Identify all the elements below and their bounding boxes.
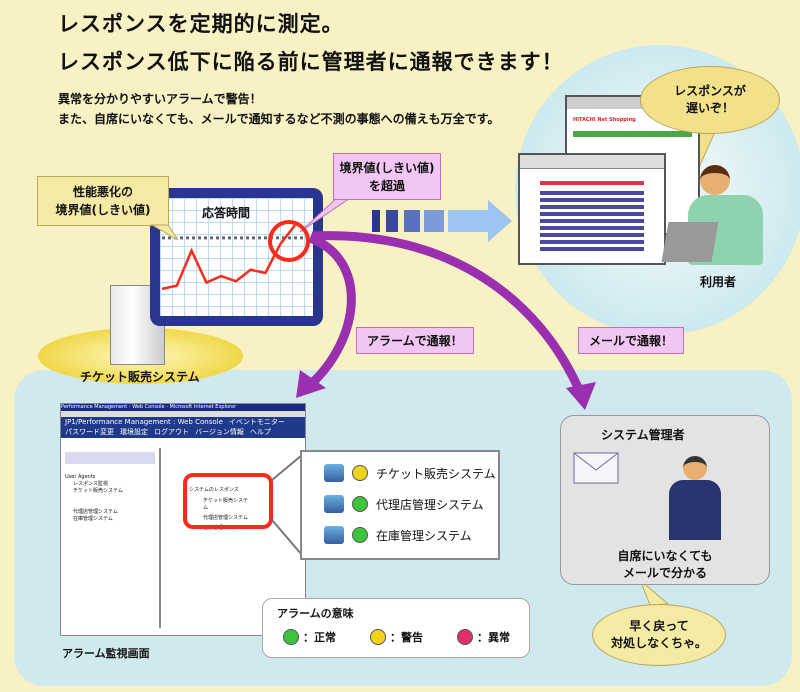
- alarm-item[interactable]: チケット販売システム: [203, 498, 249, 511]
- pink-callout-tail: [299, 194, 352, 233]
- user-bubble-line1: レスポンスが: [674, 84, 746, 98]
- tree-pane: User Agents レスポンス監視 チケット販売システム 代理店管理システム…: [61, 448, 161, 628]
- alarm-legend: アラームの意味 ：正常 ：警告 ：異常: [262, 598, 530, 658]
- popup-row: 在庫管理システム: [324, 526, 472, 544]
- legend-label: ：警告: [390, 631, 423, 644]
- user-head: [700, 165, 730, 195]
- ie-menubar: [61, 411, 305, 417]
- subtitle-1: 異常を分かりやすいアラームで警告！: [58, 92, 262, 106]
- menu-settings[interactable]: 環境設定: [120, 428, 148, 436]
- browser-banner: [573, 131, 692, 137]
- popup-row: チケット販売システム: [324, 464, 496, 482]
- tree-item[interactable]: レスポンス監視: [73, 481, 108, 487]
- browser-toolbar: [520, 155, 664, 169]
- admin-caption-line2: メールで分かる: [622, 566, 707, 580]
- threshold-callout-line2: 境界値(しきい値): [55, 203, 151, 217]
- response-time-line: [161, 224, 296, 291]
- tree-nav: [65, 452, 155, 464]
- admin-bubble-line1: 早く戻って: [629, 619, 689, 633]
- error-bulb-icon: [457, 629, 473, 645]
- menu-password[interactable]: パスワード変更: [65, 428, 114, 436]
- threshold-callout-line1: 性能悪化の: [72, 185, 133, 199]
- exceed-callout-line2: を超過: [368, 179, 405, 193]
- mail-arrowhead: [566, 382, 596, 410]
- user-bubble-line2: 遅いぞ！: [685, 101, 734, 115]
- alarm-label: アラームで通報！: [356, 327, 474, 354]
- normal-bulb-icon: [352, 496, 368, 512]
- threshold-callout: 性能悪化の 境界値(しきい値): [37, 176, 169, 226]
- subtitle-2: また、自席にいなくても、メールで通知するなど不測の事態への備えも万全です。: [58, 112, 500, 126]
- legend-item-warning: ：警告: [370, 629, 423, 645]
- app-name: JP1/Performance Management : Web Console: [65, 418, 223, 426]
- popup-system-name: 代理店管理システム: [376, 497, 484, 512]
- alarm-group[interactable]: システムのレスポンス: [189, 487, 239, 493]
- headline-2: レスポンス低下に陥る前に管理者に通報できます！: [58, 50, 564, 74]
- menu-event-monitor[interactable]: イベントモニター: [228, 418, 285, 426]
- response-time-chart: 応答時間: [150, 188, 323, 326]
- popup-system-name: 在庫管理システム: [376, 528, 472, 543]
- browser-content: [540, 191, 644, 251]
- menu-logout[interactable]: ログアウト: [154, 428, 189, 436]
- alarm-arrowhead: [296, 370, 326, 398]
- popup-row: 代理店管理システム: [324, 495, 484, 513]
- warning-bulb-icon: [352, 465, 368, 481]
- alarm-item[interactable]: 代理店管理システム: [203, 515, 248, 521]
- transmission-arrow: [372, 200, 512, 242]
- tree-root[interactable]: User Agents: [65, 474, 96, 480]
- headline-1: レスポンスを定期的に測定。: [58, 12, 344, 36]
- legend-items: ：正常 ：警告 ：異常: [283, 629, 510, 645]
- alarm-highlight: [183, 473, 273, 529]
- tree-item[interactable]: チケット販売システム: [73, 488, 123, 494]
- tree-item[interactable]: 在庫管理システム: [73, 516, 113, 522]
- legend-title: アラームの意味: [277, 607, 354, 620]
- exceed-callout: 境界値(しきい値) を超過: [333, 153, 441, 200]
- popup-system-name: チケット販売システム: [376, 466, 496, 481]
- tree-item[interactable]: 代理店管理システム: [73, 509, 118, 515]
- callout-tail: [150, 224, 179, 241]
- menu-help[interactable]: ヘルプ: [249, 428, 271, 436]
- mail-label: メールで通報！: [578, 327, 685, 354]
- warning-bulb-icon: [370, 629, 386, 645]
- chart-plot: [161, 224, 311, 291]
- chart-title: 応答時間: [202, 206, 251, 220]
- normal-bulb-icon: [352, 527, 368, 543]
- legend-item-error: ：異常: [457, 629, 510, 645]
- admin-caption: 自席にいなくても メールで分かる: [561, 548, 769, 582]
- envelope-icon: [573, 452, 619, 484]
- admin-panel: システム管理者 自席にいなくても メールで分かる: [560, 415, 770, 585]
- admin-speech-bubble: 早く戻って 対処しなくちゃ。: [592, 604, 726, 666]
- laptop-icon: [661, 222, 719, 262]
- legend-item-normal: ：正常: [283, 629, 336, 645]
- exceed-callout-line1: 境界値(しきい値): [339, 161, 435, 175]
- browser-banner: [540, 181, 644, 185]
- app-header: JP1/Performance Management : Web Console…: [61, 417, 305, 438]
- system-label: チケット販売システム: [80, 370, 200, 384]
- user-label: 利用者: [700, 275, 737, 289]
- admin-head: [683, 456, 707, 480]
- window-titlebar: Performance Management - Web Console - M…: [61, 404, 305, 411]
- legend-label: ：正常: [303, 631, 336, 644]
- zoom-lines: [271, 454, 303, 556]
- menu-version[interactable]: バージョン情報: [195, 428, 244, 436]
- admin-bubble-line2: 対処しなくちゃ。: [611, 636, 707, 650]
- mail-arrow: [311, 231, 585, 394]
- legend-label: ：異常: [477, 631, 510, 644]
- agent-icon: [324, 495, 344, 513]
- alarm-arrow: [306, 233, 356, 389]
- alarm-zoom-popup: チケット販売システム 代理店管理システム 在庫管理システム: [300, 450, 500, 560]
- normal-bulb-icon: [283, 629, 299, 645]
- monitor-label: アラーム監視画面: [62, 647, 150, 660]
- browser-site-title: HITACHI Net Shopping: [573, 117, 636, 123]
- admin-title: システム管理者: [601, 428, 685, 442]
- agent-icon: [324, 526, 344, 544]
- agent-icon: [324, 464, 344, 482]
- exceed-marker: [268, 220, 310, 262]
- admin-caption-line1: 自席にいなくても: [617, 549, 713, 563]
- user-speech-bubble: レスポンスが 遅いぞ！: [640, 66, 780, 134]
- admin-body: [669, 480, 721, 540]
- browser-window-front: [518, 153, 666, 265]
